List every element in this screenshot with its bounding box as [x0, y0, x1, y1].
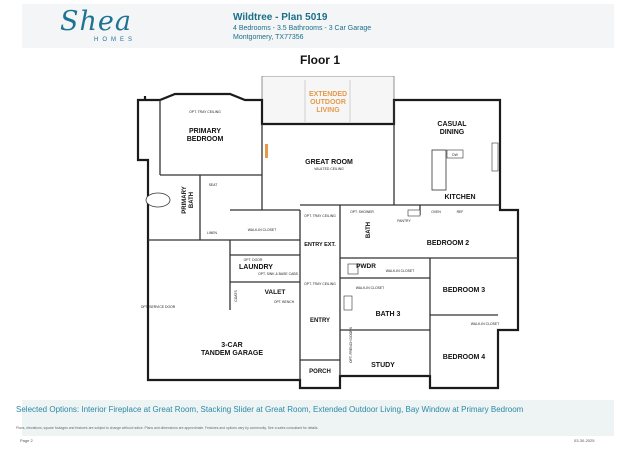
label-walk-in-closet: WALK-IN CLOSET — [248, 228, 277, 232]
label-opt-service-door: OPT. SERVICE DOOR — [141, 305, 176, 309]
label-opt-sink: OPT. SINK & BASE CABS — [258, 272, 298, 276]
interior-walls — [148, 100, 518, 380]
label-bedroom-2: BEDROOM 2 — [427, 240, 470, 247]
fireplace — [265, 144, 268, 158]
oven — [407, 209, 421, 217]
label-entry-ext: ENTRY EXT. — [304, 242, 336, 248]
shea-homes-logo: Shea HOMES — [30, 6, 190, 46]
label-opt-door: OPT. DOOR — [244, 258, 263, 262]
label-kitchen: KITCHEN — [444, 194, 475, 201]
dishwasher — [446, 149, 464, 159]
powder-room-fixture — [347, 263, 359, 275]
outdoor-living-area — [261, 76, 395, 125]
plan-specs: 4 Bedrooms - 3.5 Bathrooms - 3 Car Garag… — [233, 25, 372, 32]
logo-subtitle: HOMES — [94, 37, 137, 43]
label-bath: BATH — [366, 222, 372, 238]
exterior-walls — [136, 92, 520, 390]
label-bedroom-3: BEDROOM 3 — [443, 287, 486, 294]
label-great-room: GREAT ROOM — [305, 159, 353, 166]
label-extended-outdoor: OUTDOOR — [310, 99, 346, 106]
plan-location: Montgomery, TX77356 — [233, 34, 304, 41]
label-walk-in-closet-3: WALK-IN CLOSET — [356, 286, 385, 290]
kitchen-island — [431, 149, 447, 191]
label-walk-in-closet-2: WALK-IN CLOSET — [386, 269, 415, 273]
label-garage: TANDEM GARAGE — [201, 350, 263, 357]
page-number: Page 2 — [20, 438, 33, 443]
label-opt-french-doors: OPT. FRENCH DOORS — [349, 326, 353, 363]
label-casual-dining: DINING — [440, 129, 465, 136]
label-opt-shower: OPT. SHOWER — [350, 210, 374, 214]
label-primary-bath: PRIMARY — [182, 186, 188, 213]
label-entry: ENTRY — [310, 318, 330, 324]
label-extended-outdoor: EXTENDED — [309, 91, 347, 98]
logo-wordmark: Shea — [60, 6, 132, 37]
label-opt-tray-ceiling: OPT. TRAY CEILING — [189, 110, 221, 114]
label-valet: VALET — [265, 289, 286, 296]
kitchen-counter — [491, 142, 499, 172]
label-walk-in-closet-4: WALK-IN CLOSET — [471, 322, 500, 326]
page-date: 03-30-2025 — [574, 438, 595, 443]
label-opt-bench: OPT. BENCH — [274, 300, 295, 304]
footer-band — [22, 400, 614, 436]
label-opt-tray-ceiling-2: OPT. TRAY CEILING — [304, 214, 336, 218]
label-coats: COATS — [234, 290, 238, 302]
disclaimer: Plans, elevations, square footages and f… — [16, 426, 319, 430]
label-primary-bath: BATH — [189, 192, 195, 208]
bath-3-fixture — [343, 295, 353, 311]
label-seat: SEAT — [209, 183, 218, 187]
label-oven: OVEN — [431, 210, 441, 214]
label-casual-dining: CASUAL — [437, 121, 467, 128]
label-opt-tray-ceiling-3: OPT. TRAY CEILING — [304, 282, 336, 286]
label-laundry: LAUNDRY — [239, 264, 273, 271]
plan-title: Wildtree - Plan 5019 — [233, 12, 328, 23]
label-primary-bedroom: BEDROOM — [187, 136, 224, 143]
selected-options: Selected Options: Interior Fireplace at … — [16, 405, 524, 414]
label-study: STUDY — [371, 362, 395, 369]
label-ref: REF — [457, 210, 464, 214]
label-pantry: PANTRY — [397, 219, 411, 223]
header-band: Shea HOMES Wildtree - Plan 5019 4 Bedroo… — [22, 4, 614, 48]
label-primary-bedroom: PRIMARY — [189, 128, 221, 135]
label-vaulted-ceiling: VAULTED CEILING — [314, 167, 344, 171]
label-dw: DW — [452, 153, 458, 157]
floor-plan-drawing: EXTENDED OUTDOOR LIVING CASUAL DINING OP… — [136, 76, 520, 390]
label-extended-outdoor: LIVING — [316, 107, 340, 114]
label-porch: PORCH — [309, 369, 331, 375]
floor-title: Floor 1 — [299, 53, 340, 67]
label-pwdr: PWDR — [356, 263, 376, 270]
label-bath-3: BATH 3 — [376, 311, 401, 318]
bathtub — [145, 192, 171, 208]
label-garage: 3-CAR — [221, 342, 242, 349]
label-linen: LINEN — [207, 231, 218, 235]
label-bedroom-4: BEDROOM 4 — [443, 354, 486, 361]
